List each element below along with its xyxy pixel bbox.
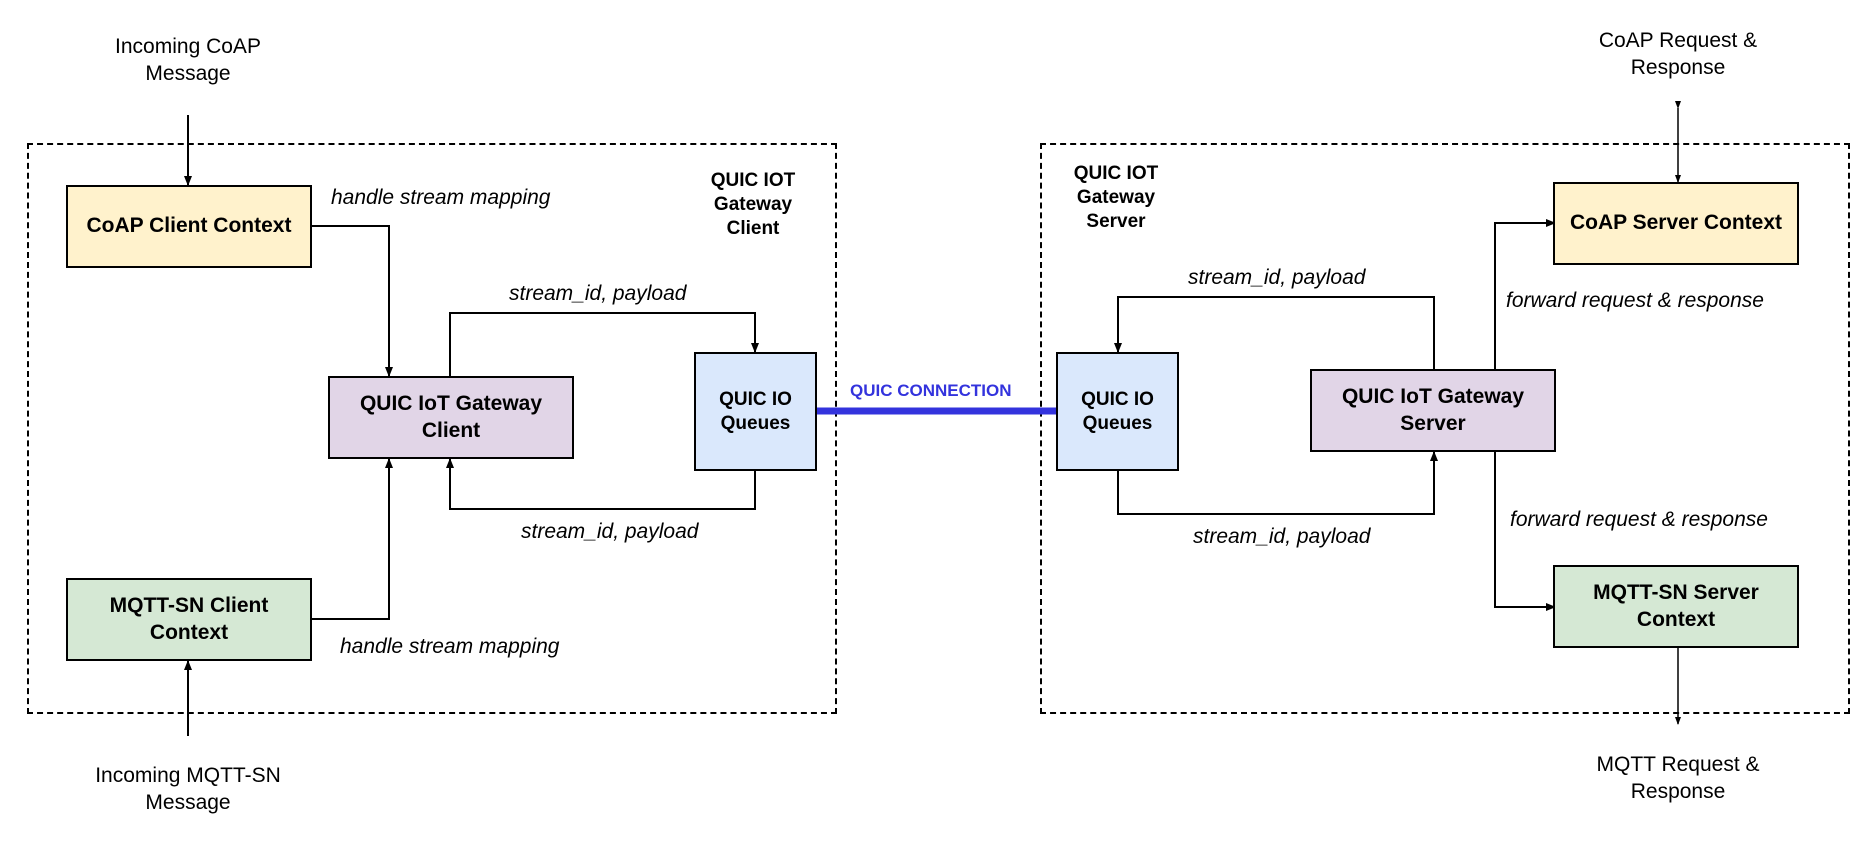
label-forward-bottom: forward request & response <box>1510 508 1768 531</box>
gateway-client-label: QUIC IoT Gateway Client <box>359 392 543 442</box>
mqttsn-client-context-label: MQTT-SN Client Context <box>109 594 269 644</box>
label-forward-top: forward request & response <box>1506 289 1764 312</box>
coap-server-context-label: CoAP Server Context <box>1569 211 1782 235</box>
label-handle-stream-mapping-bottom: handle stream mapping <box>340 635 560 658</box>
label-client-stream-bottom: stream_id, payload <box>521 520 699 543</box>
arrow-client-to-queues <box>449 312 759 376</box>
client-group <box>27 143 837 714</box>
arrow-queues-to-server <box>1117 451 1438 515</box>
server-queues-label: QUIC IO Queues <box>1081 388 1154 434</box>
client-queues-label: QUIC IO Queues <box>719 388 792 434</box>
arrow-queues-to-client <box>446 458 756 510</box>
incoming-coap-label: Incoming CoAP Message <box>115 35 261 86</box>
label-server-stream-bottom: stream_id, payload <box>1193 525 1371 548</box>
label-server-stream-top: stream_id, payload <box>1188 266 1366 289</box>
incoming-mqttsn-label: Incoming MQTT-SN Message <box>95 764 281 815</box>
label-client-stream-top: stream_id, payload <box>509 282 687 305</box>
coap-request-response-label: CoAP Request & Response <box>1598 29 1758 80</box>
arrow-coap-client-mapping <box>302 222 393 377</box>
quic-iot-gateway-server: QUIC IoT Gateway Server <box>1310 369 1556 452</box>
coap-server-context: CoAP Server Context <box>1553 182 1799 265</box>
arrow-server-to-queues <box>1114 296 1435 369</box>
server-group <box>1040 143 1850 714</box>
quic-iot-gateway-client: QUIC IoT Gateway Client <box>328 376 574 459</box>
label-handle-stream-mapping-top: handle stream mapping <box>331 186 551 209</box>
server-quic-io-queues: QUIC IO Queues <box>1056 352 1179 471</box>
quic-connection-label: QUIC CONNECTION <box>850 381 1012 400</box>
mqttsn-server-context: MQTT-SN Server Context <box>1553 565 1799 648</box>
client-quic-io-queues: QUIC IO Queues <box>694 352 817 471</box>
arrow-mqttsn-client-mapping <box>302 458 393 623</box>
arrow-forward-coap <box>1491 219 1556 378</box>
mqttsn-client-context: MQTT-SN Client Context <box>66 578 312 661</box>
mqttsn-server-context-label: MQTT-SN Server Context <box>1593 581 1759 631</box>
coap-client-context: CoAP Client Context <box>66 185 312 268</box>
client-group-title: QUIC IOT Gateway Client <box>710 170 796 240</box>
arrow-forward-mqttsn <box>1491 443 1556 611</box>
gateway-server-label: QUIC IoT Gateway Server <box>1341 385 1525 435</box>
mqtt-request-response-label: MQTT Request & Response <box>1596 753 1760 804</box>
server-group-title: QUIC IOT Gateway Server <box>1073 163 1159 233</box>
coap-client-context-label: CoAP Client Context <box>86 214 292 238</box>
